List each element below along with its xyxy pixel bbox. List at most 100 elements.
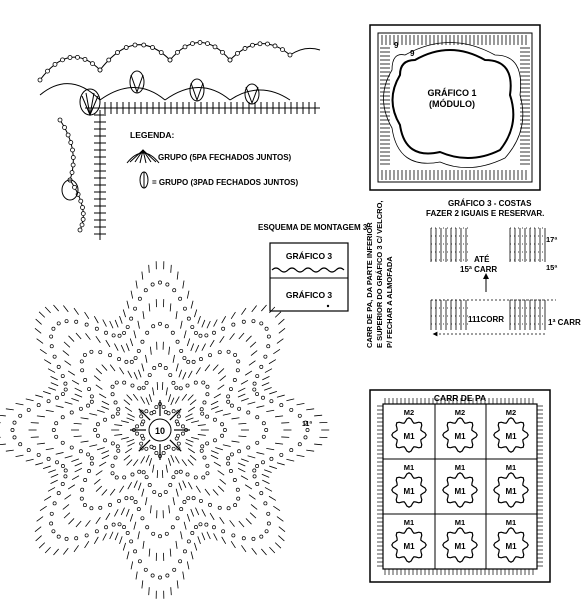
flower-chain-dot [163,490,168,495]
chain-dot [79,222,85,228]
flower-chain-dot [180,424,185,429]
flower-stitch [286,398,295,402]
flower-stitch [35,394,44,398]
flower-chain-dot [133,549,138,554]
flower-chain-dot [279,452,284,457]
flower-stitch [63,547,69,555]
flower-stitch [126,300,130,309]
flower-chain-dot [198,498,203,503]
flower-chain-dot [60,482,65,486]
flower-chain-dot [36,452,41,457]
flower-stitch [222,413,231,416]
flower-chain-dot [220,422,225,427]
cell-inner-label: M1 [454,542,466,551]
cell-top-label: M1 [455,518,465,527]
flower-chain-dot [182,306,187,311]
cell-top-label: M1 [404,518,414,527]
flower-chain-dot [87,469,92,473]
flower-stitch [43,359,52,365]
flower-chain-dot [89,461,94,466]
flower-chain-dot [83,478,88,482]
flower-chain-dot [171,446,176,451]
flower-stitch [39,505,47,511]
flower-stitch [175,363,179,372]
flower-chain-dot [212,525,216,530]
flower-chain-dot [229,452,234,457]
flower-stitch [276,394,285,398]
chain-dot [265,41,270,47]
flower-stitch [133,480,138,488]
carr-de-pa-panel: CARR DE PA M2M1M2M1M2M1M1M1M1M1M1M1M1M1M… [369,389,551,583]
flower-stitch [105,512,111,521]
flower-chain-dot [255,464,260,468]
flower-chain-dot [193,380,198,385]
flower-chain-dot [229,403,234,408]
flower-chain-dot [139,414,144,419]
flower-stitch [269,391,278,395]
flower-stitch [71,398,80,402]
flower-chain-dot [46,399,51,404]
grafico3-title: GRÁFICO 3 - COSTAS [448,199,532,208]
flower-chain-dot [186,539,191,544]
flower-stitch [186,290,190,299]
flower-stitch [247,455,256,459]
flower-chain-dot [82,503,87,508]
flower-stitch [222,444,231,447]
flower-stitch [133,330,137,339]
flower-chain-dot [74,536,79,541]
grafico1-module: GRÁFICO 1 (MÓDULO) 9 9 [369,24,541,191]
module-flower [493,472,529,508]
flower-chain-dot [54,421,59,426]
flower-stitch [197,315,201,324]
shell-5pa-icon [126,149,160,164]
flower-stitch [95,516,101,525]
flower-stitch [296,403,305,406]
flower-stitch [248,360,256,366]
flower-stitch [237,393,246,398]
flower-chain-dot [116,448,121,453]
flower-chain-dot [266,521,271,526]
flower-stitch [99,393,107,399]
flower-stitch [125,508,130,517]
chain-dot [82,56,88,62]
flower-chain-dot [252,381,257,386]
chain-dot [190,41,195,46]
chain-dot [80,216,86,222]
chain-dot [150,45,155,50]
flower-stitch [141,363,145,372]
flower-stitch [93,316,99,324]
flower-stitch [89,413,98,416]
flower-chain-dot [133,499,138,504]
flower-chain-dot [104,330,108,335]
edging-shells [61,70,260,201]
module-flower [391,527,427,563]
flower-chain-dot [165,573,170,578]
flower-chain-dot [150,573,155,578]
flower-stitch [120,420,129,424]
flower-chain-dot [46,456,51,461]
flower-chain-dot [110,471,115,476]
flower-stitch [168,505,171,514]
flower-chain-dot [194,330,198,335]
flower-chain-dot [168,483,173,487]
flower-stitch [125,448,133,454]
flower-chain-dot [135,424,140,429]
flower-stitch [95,335,101,344]
flower-stitch [278,535,285,542]
flower-chain-dot [208,353,212,358]
flower-stitch [101,364,108,371]
chain-dot [227,57,233,63]
flower-stitch [93,375,101,382]
flower-stitch [141,271,144,280]
flower-stitch [210,450,219,454]
flower-chain-dot [122,475,127,480]
flower-chain-dot [163,445,168,450]
flower-chain-dot [264,529,269,534]
flower-chain-dot [69,410,74,415]
flower-stitch [137,531,140,540]
flower-stitch [35,462,44,466]
flower-stitch [286,458,295,462]
flower-chain-dot [186,496,191,501]
module-flower [493,527,529,563]
chain-dot [205,41,210,46]
